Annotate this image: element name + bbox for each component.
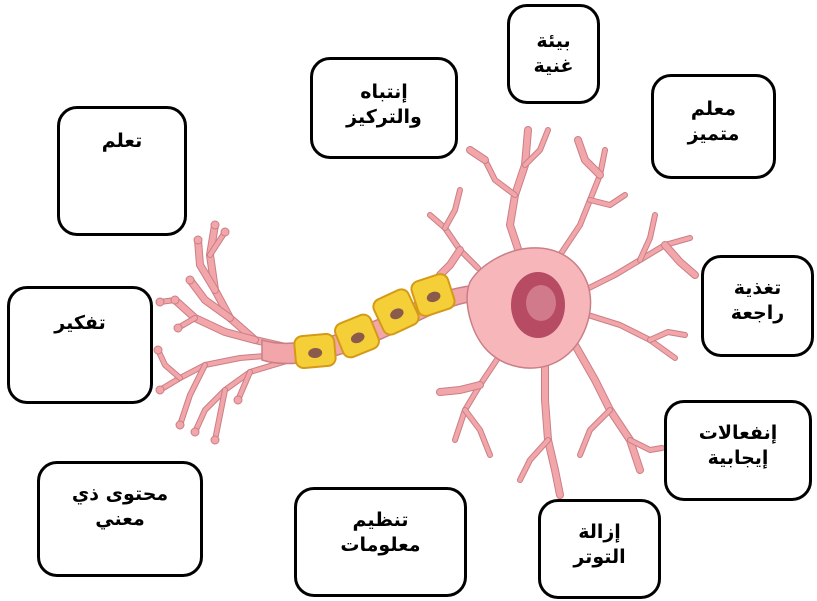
label-emotions-line1: إنفعالات (699, 421, 777, 446)
label-box-stress-removal: إزالة التوتر (538, 499, 661, 599)
label-stress-removal-line2: التوتر (573, 545, 625, 570)
label-box-learning: تعلم (57, 106, 187, 236)
label-environment-line2: غنية (534, 54, 574, 79)
label-meaningful-content-line2: معني (95, 507, 144, 532)
label-feedback-line2: راجعة (731, 301, 784, 326)
label-teacher-line1: معلم (691, 97, 736, 122)
label-emotions-line2: إيجابية (708, 446, 769, 471)
label-thinking-line1: تفكير (54, 311, 105, 336)
label-box-thinking: تفكير (7, 286, 153, 404)
label-learning-line1: تعلم (102, 129, 143, 154)
axon-terminal-branches (154, 221, 290, 444)
label-box-environment: بيئة غنية (507, 4, 600, 104)
label-organizing-info-line2: معلومات (340, 533, 420, 558)
label-stress-removal-line1: إزالة (578, 520, 621, 545)
nucleolus (526, 285, 556, 321)
label-box-teacher: معلم متميز (651, 74, 776, 179)
label-teacher-line2: متميز (688, 122, 740, 147)
label-environment-line1: بيئة (536, 29, 570, 54)
label-meaningful-content-line1: محتوى ذي (72, 482, 168, 507)
label-box-organizing-info: تنظيم معلومات (294, 487, 467, 597)
label-attention-line2: والتركيز (346, 105, 422, 130)
label-attention-line1: إنتباه (360, 80, 408, 105)
label-box-meaningful-content: محتوى ذي معني (37, 461, 203, 577)
label-feedback-line1: تغذية (734, 276, 782, 301)
label-organizing-info-line1: تنظيم (352, 508, 408, 533)
label-box-emotions: إنفعالات إيجابية (664, 400, 812, 501)
label-box-attention: إنتباه والتركيز (310, 57, 458, 159)
label-box-feedback: تغذية راجعة (701, 255, 814, 357)
